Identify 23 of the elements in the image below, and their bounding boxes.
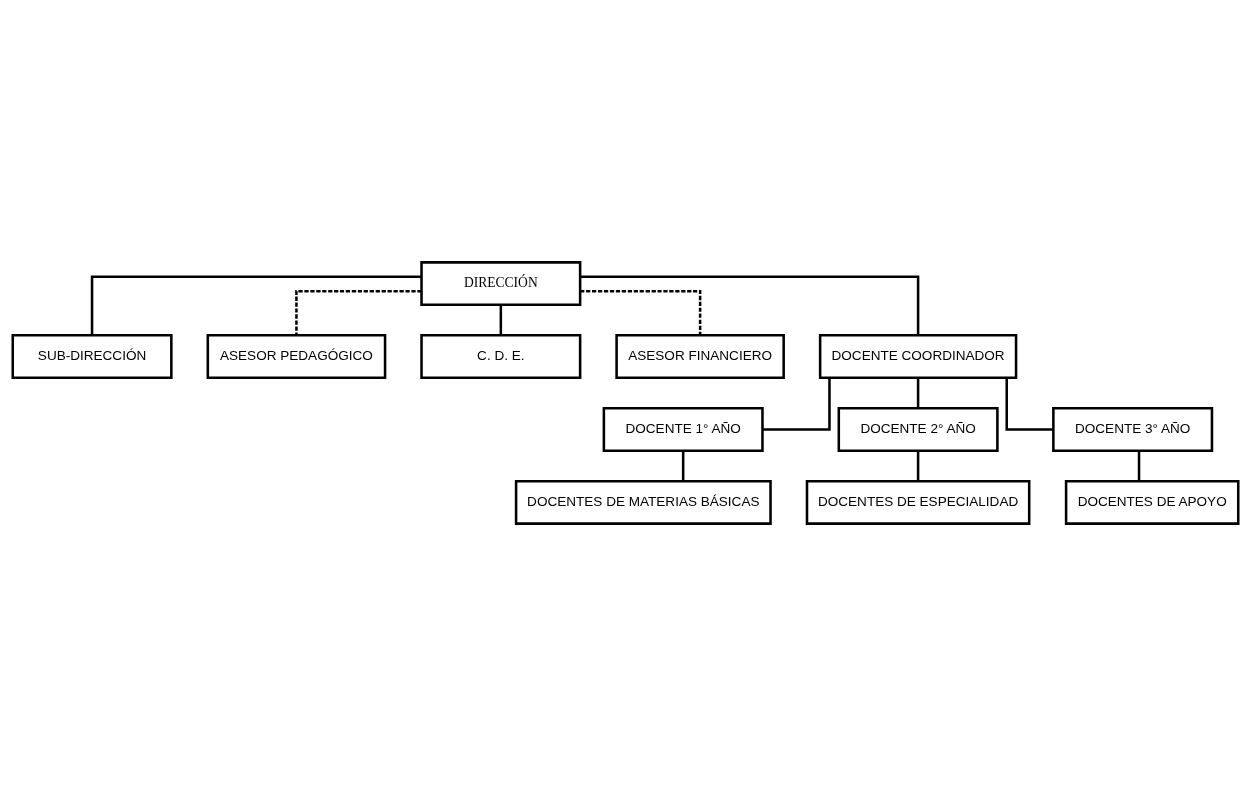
connector	[580, 275, 920, 335]
connector	[1005, 377, 1054, 431]
node-box: DOCENTES DE APOYO	[1064, 479, 1240, 525]
node-box: C. D. E.	[420, 333, 582, 379]
node-box: ASESOR FINANCIERO	[615, 333, 785, 379]
node-box: DOCENTES DE ESPECIALIDAD	[805, 479, 1031, 525]
connector	[580, 289, 702, 335]
connector	[90, 275, 422, 335]
node-box: DOCENTE COORDINADOR	[818, 333, 1018, 379]
node-box: DOCENTE 2° AÑO	[837, 406, 999, 452]
connector	[762, 377, 831, 431]
node-box: DIRECCIÓN	[420, 260, 582, 306]
connector	[916, 450, 920, 481]
node-box: DOCENTE 3° AÑO	[1052, 406, 1214, 452]
node-box: DOCENTES DE MATERIAS BÁSICAS	[514, 479, 772, 525]
connector	[295, 289, 422, 335]
connector	[681, 450, 685, 481]
node-box: DOCENTE 1° AÑO	[602, 406, 764, 452]
connector	[1137, 450, 1141, 481]
node-box: ASESOR PEDAGÓGICO	[206, 333, 387, 379]
node-box: SUB-DIRECCIÓN	[11, 333, 173, 379]
connector	[916, 377, 920, 408]
connector	[499, 304, 503, 335]
